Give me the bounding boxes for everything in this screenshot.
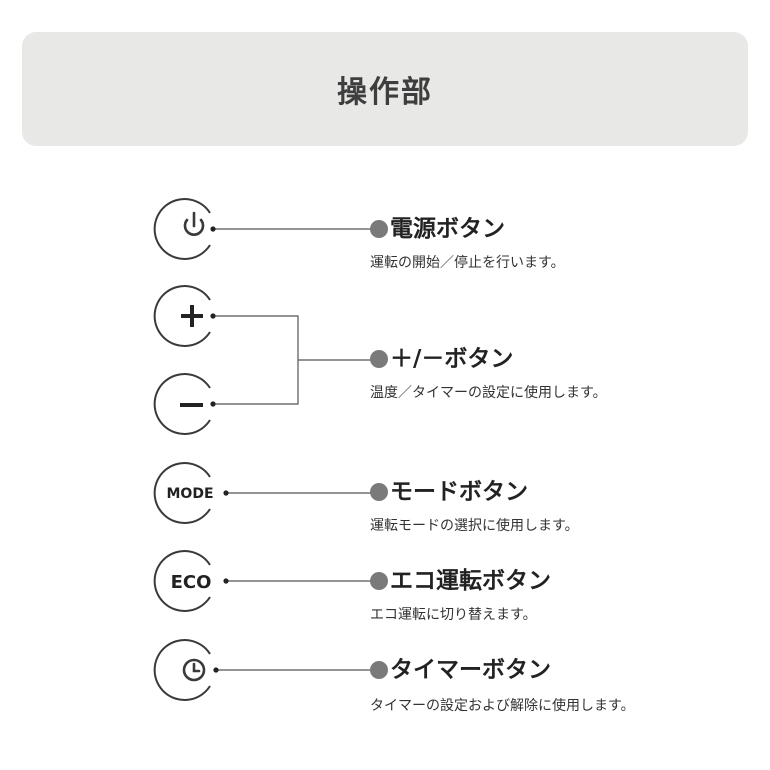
section-title: 操作部 [337, 75, 433, 110]
power-button-ring [153, 198, 211, 260]
timer-button-ring [153, 639, 211, 701]
eco-button-ring [153, 550, 211, 612]
clock-icon [182, 658, 206, 682]
mode-button[interactable] [153, 462, 211, 524]
plus-button[interactable] [153, 285, 211, 347]
timer-button[interactable] [153, 639, 211, 701]
bullet-icon [370, 572, 388, 590]
leader-dots [210, 226, 229, 673]
timer-button-title: タイマーボタン [370, 659, 551, 682]
eco-button-title: エコ運転ボタン [370, 570, 551, 593]
plus-icon [181, 305, 203, 327]
plusminus-button-description: 温度／タイマーの設定に使用します。 [370, 385, 607, 401]
plusminus-button-title: ＋/－ボタン [370, 348, 513, 371]
bullet-icon [370, 350, 388, 368]
bullet-icon [370, 661, 388, 679]
eco-button-description: エコ運転に切り替えます。 [370, 607, 537, 623]
eco-icon: ECO [171, 572, 212, 593]
power-button[interactable] [153, 198, 211, 260]
mode-icon: MODE [166, 486, 213, 502]
minus-button[interactable] [153, 373, 211, 435]
power-button-title: 電源ボタン [370, 218, 505, 241]
power-icon [183, 211, 205, 236]
minus-button-ring [153, 373, 211, 435]
eco-button[interactable] [153, 550, 211, 612]
bullet-icon [370, 220, 388, 238]
mode-button-title: モードボタン [370, 481, 528, 504]
section-header: 操作部 [22, 32, 748, 146]
bullet-icon [370, 483, 388, 501]
power-button-description: 運転の開始／停止を行います。 [370, 255, 565, 271]
mode-button-ring [153, 462, 211, 524]
plus-button-ring [153, 285, 211, 347]
mode-button-description: 運転モードの選択に使用します。 [370, 518, 579, 534]
timer-button-description: タイマーの設定および解除に使用します。 [370, 698, 635, 714]
leader-lines [213, 228, 372, 671]
